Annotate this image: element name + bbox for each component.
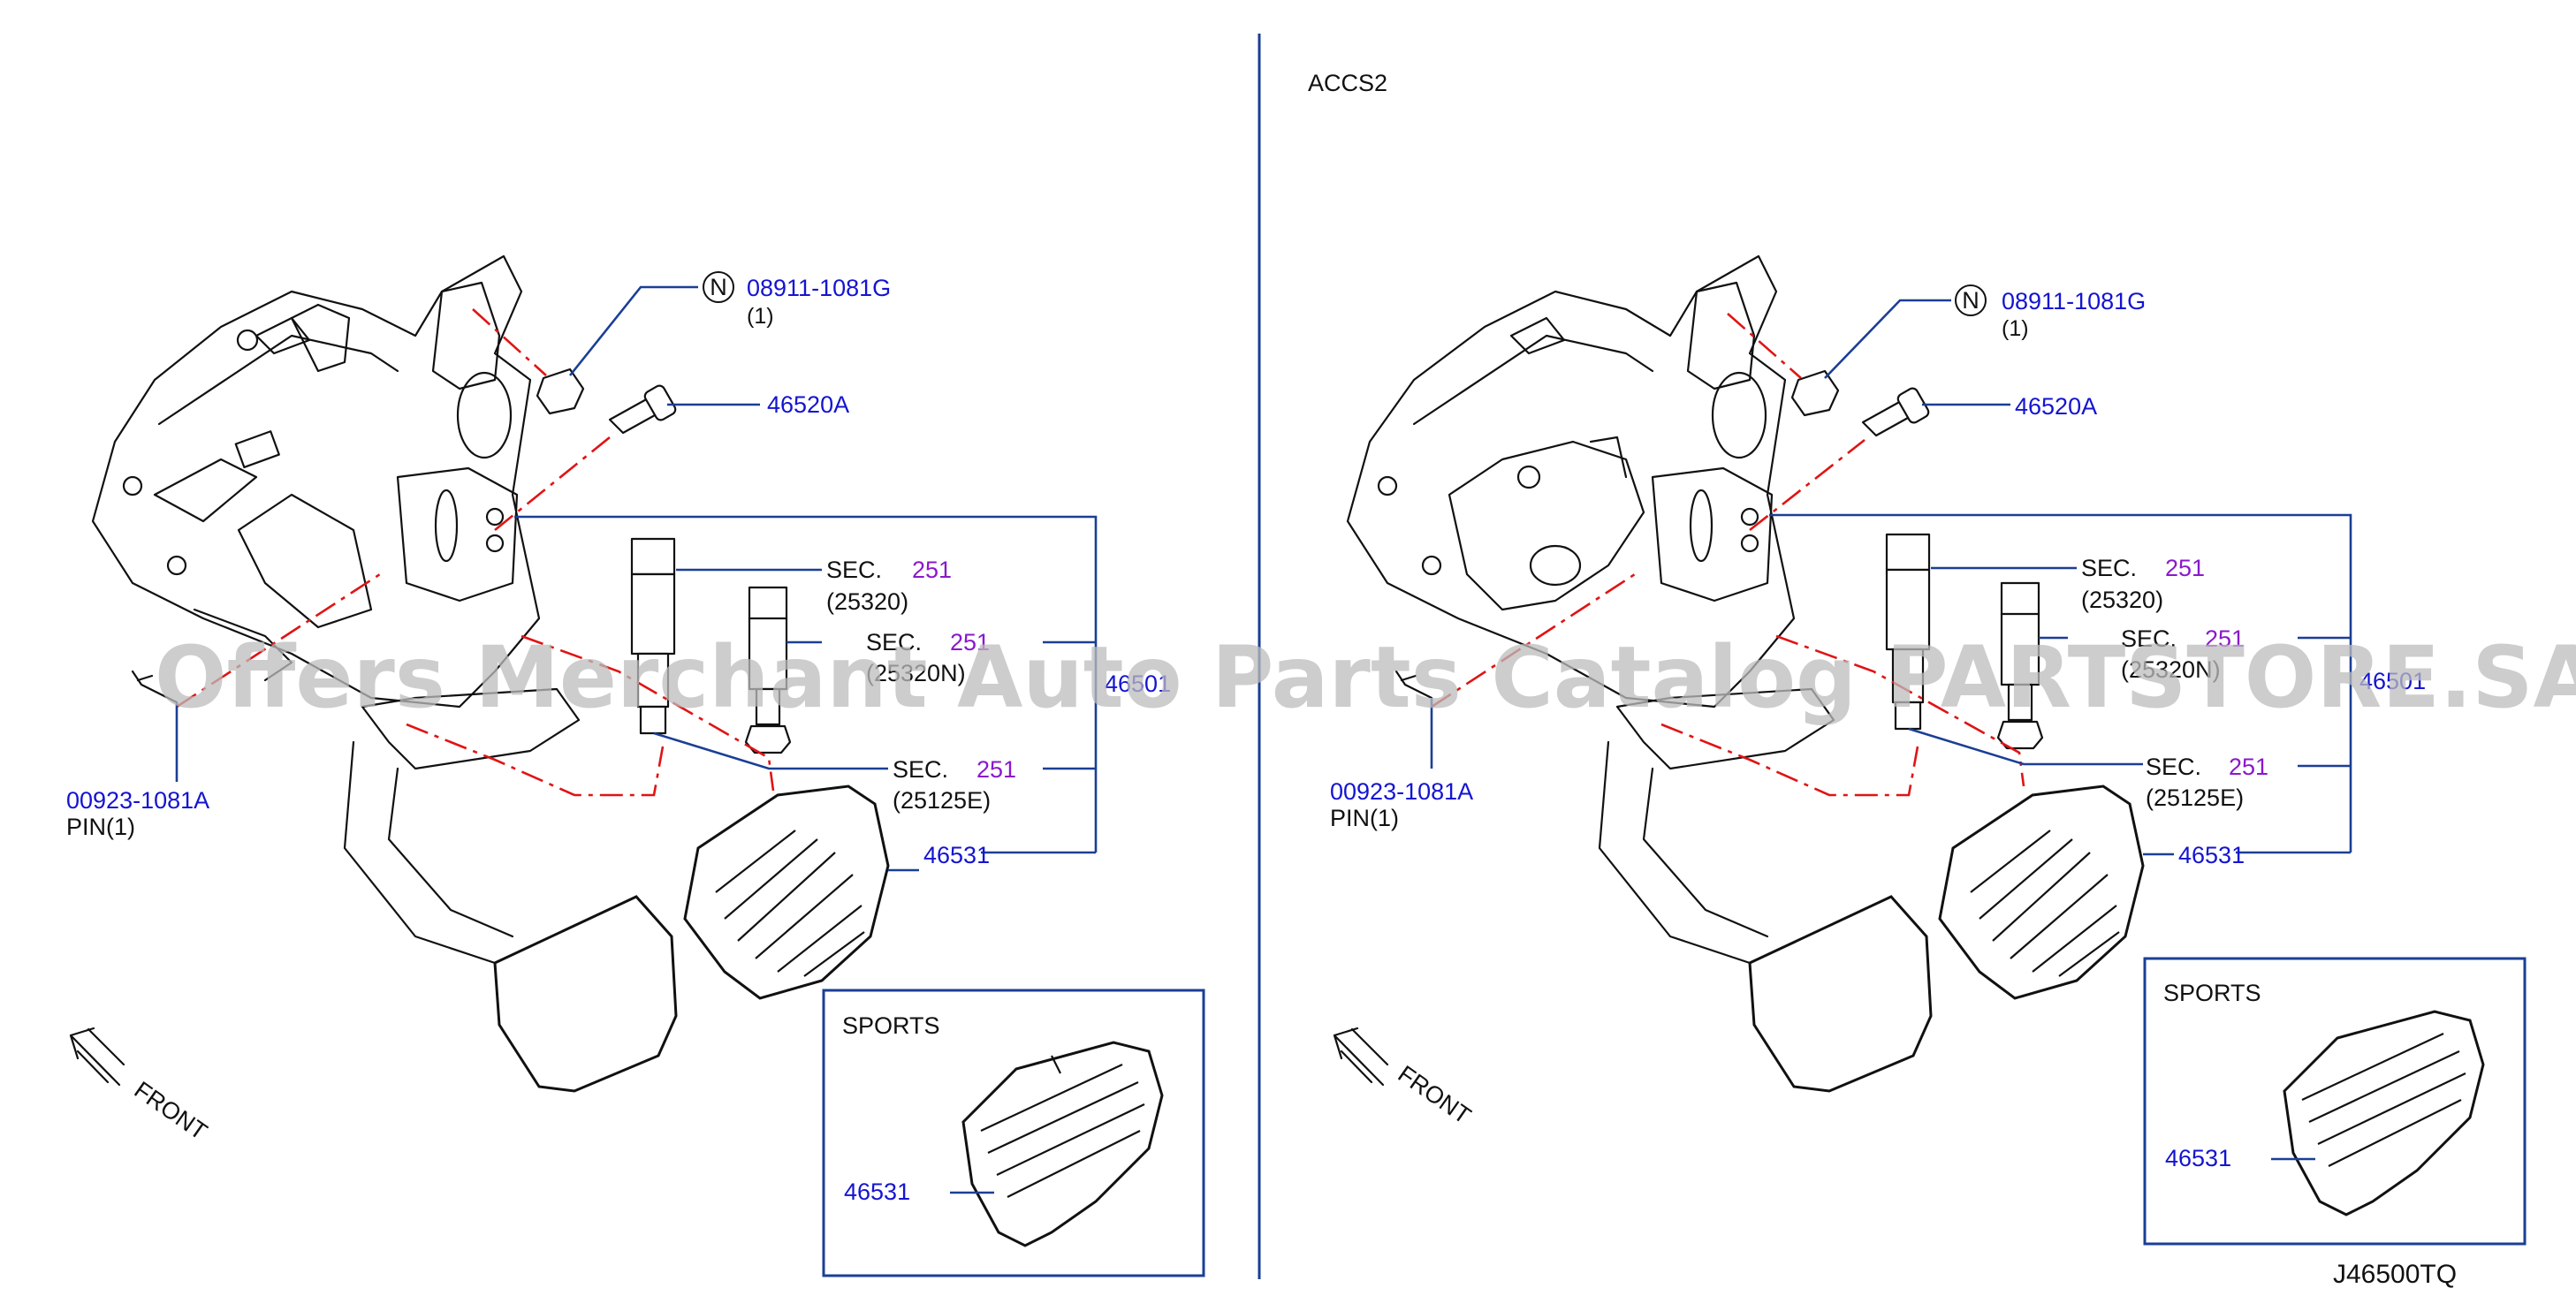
front-label-accs: FRONT <box>1394 1060 1476 1129</box>
nut-drawing <box>536 368 585 415</box>
switch-1-sub-number: (25320) <box>826 588 908 615</box>
left-panel: N 08911-1081G (1) 46520A SEC. 251 (25320… <box>66 254 1205 1277</box>
switch-1-sec-number-accs[interactable]: 251 <box>2165 555 2205 581</box>
assembly-part-number-accs[interactable]: 46501 <box>2359 668 2426 694</box>
sports-inset-accs: SPORTS 46531 <box>2143 957 2527 1246</box>
stop-lamp-switch-drawing-accs <box>1885 533 1931 731</box>
switch-2-callout: SEC. 251 (25320N) <box>866 629 990 686</box>
sports-inset-title: SPORTS <box>842 1012 940 1039</box>
pad-part-number-accs[interactable]: 46531 <box>2178 842 2245 868</box>
pin-part-number-accs[interactable]: 00923-1081A <box>1330 778 1473 805</box>
switch-2-drawing <box>744 586 792 754</box>
nut-qty: (1) <box>747 304 774 329</box>
pin-callout: 00923-1081A PIN(1) <box>66 787 209 840</box>
switch-2-callout-accs: SEC. 251 (25320N) <box>2121 625 2245 683</box>
leader-lines <box>175 285 1098 872</box>
sports-inset-part-number[interactable]: 46531 <box>844 1178 910 1205</box>
bolt-drawing-accs <box>1861 387 1930 437</box>
stop-lamp-switch-drawing <box>630 537 676 735</box>
leader-lines-accs <box>1430 299 2352 856</box>
stopper-sec-number-accs[interactable]: 251 <box>2229 754 2268 780</box>
stopper-sec-label-accs: SEC. <box>2146 754 2201 780</box>
pedal-bracket-drawing <box>91 254 581 770</box>
nut-drawing-accs <box>1790 369 1840 417</box>
switch-2-sec-label-accs: SEC. <box>2121 625 2177 652</box>
sports-inset: SPORTS 46531 <box>822 989 1205 1277</box>
switch-2-sub-number-accs: (25320N) <box>2121 656 2221 683</box>
pedal-arm-drawing-accs <box>1598 740 1933 1093</box>
assembly-centerlines <box>176 308 775 797</box>
ribbed-pedal-pad-drawing <box>683 784 890 1000</box>
bolt-part-number-accs[interactable]: 46520A <box>2015 393 2097 420</box>
stopper-sub-number-accs: (25125E) <box>2146 784 2244 811</box>
switch-1-sec-label: SEC. <box>826 557 882 583</box>
nut-part-number-accs[interactable]: 08911-1081G <box>2002 288 2146 314</box>
diagram-code: J46500TQ <box>2333 1260 2457 1289</box>
switch-2-drawing-accs <box>1996 581 2044 750</box>
front-arrow-icon-accs <box>1333 1027 1389 1087</box>
bolt-drawing <box>608 384 677 435</box>
assembly-part-number[interactable]: 46501 <box>1105 671 1171 697</box>
stopper-sec-label: SEC. <box>893 756 948 783</box>
pad-part-number[interactable]: 46531 <box>923 842 990 868</box>
switch-2-sec-number[interactable]: 251 <box>950 629 990 656</box>
front-arrow-icon <box>69 1027 125 1087</box>
nut-callout-accs: N 08911-1081G (1) <box>1955 284 2146 341</box>
switch-2-sec-number-accs[interactable]: 251 <box>2205 625 2245 652</box>
assembly-centerlines-accs <box>1431 313 2025 797</box>
switch-1-callout: SEC. 251 (25320) <box>826 557 952 615</box>
switch-1-sec-number[interactable]: 251 <box>912 557 952 583</box>
nut-qty-accs: (1) <box>2002 316 2029 341</box>
pin-part-number[interactable]: 00923-1081A <box>66 787 209 814</box>
pedal-arm-drawing <box>343 740 678 1093</box>
stopper-sub-number: (25125E) <box>893 787 991 814</box>
sports-inset-part-number-accs[interactable]: 46531 <box>2165 1145 2231 1171</box>
ribbed-pedal-pad-drawing-accs <box>1938 784 2145 1000</box>
pin-description-accs: PIN(1) <box>1330 805 1399 831</box>
variant-label: ACCS2 <box>1308 70 1387 96</box>
stopper-sec-number[interactable]: 251 <box>976 756 1016 783</box>
switch-1-sec-label-accs: SEC. <box>2081 555 2137 581</box>
pin-drawing <box>131 670 179 704</box>
watermark: Offers Merchant Auto Parts Catalog PARTS… <box>155 628 2576 727</box>
nut-badge-accs: N <box>1962 287 1979 314</box>
switch-2-sub-number: (25320N) <box>866 660 966 686</box>
sports-inset-title-accs: SPORTS <box>2163 980 2261 1006</box>
pedal-bracket-drawing-accs <box>1346 254 1835 770</box>
pin-description: PIN(1) <box>66 814 135 840</box>
pin-drawing-accs <box>1394 670 1433 700</box>
nut-part-number[interactable]: 08911-1081G <box>747 275 891 301</box>
front-label: FRONT <box>130 1076 212 1145</box>
pin-callout-accs: 00923-1081A PIN(1) <box>1330 778 1473 831</box>
front-direction-indicator-accs: FRONT <box>1333 1027 1476 1129</box>
stopper-callout-accs: SEC. 251 (25125E) <box>2146 754 2268 811</box>
front-direction-indicator: FRONT <box>69 1027 212 1145</box>
right-panel: ACCS2 <box>1308 70 2527 1246</box>
nut-badge: N <box>710 274 727 300</box>
switch-2-sec-label: SEC. <box>866 629 922 656</box>
switch-1-callout-accs: SEC. 251 (25320) <box>2081 555 2205 613</box>
switch-1-sub-number-accs: (25320) <box>2081 587 2163 613</box>
nut-callout: N 08911-1081G (1) <box>703 271 891 329</box>
bolt-part-number[interactable]: 46520A <box>767 391 849 418</box>
stopper-callout: SEC. 251 (25125E) <box>893 756 1016 814</box>
